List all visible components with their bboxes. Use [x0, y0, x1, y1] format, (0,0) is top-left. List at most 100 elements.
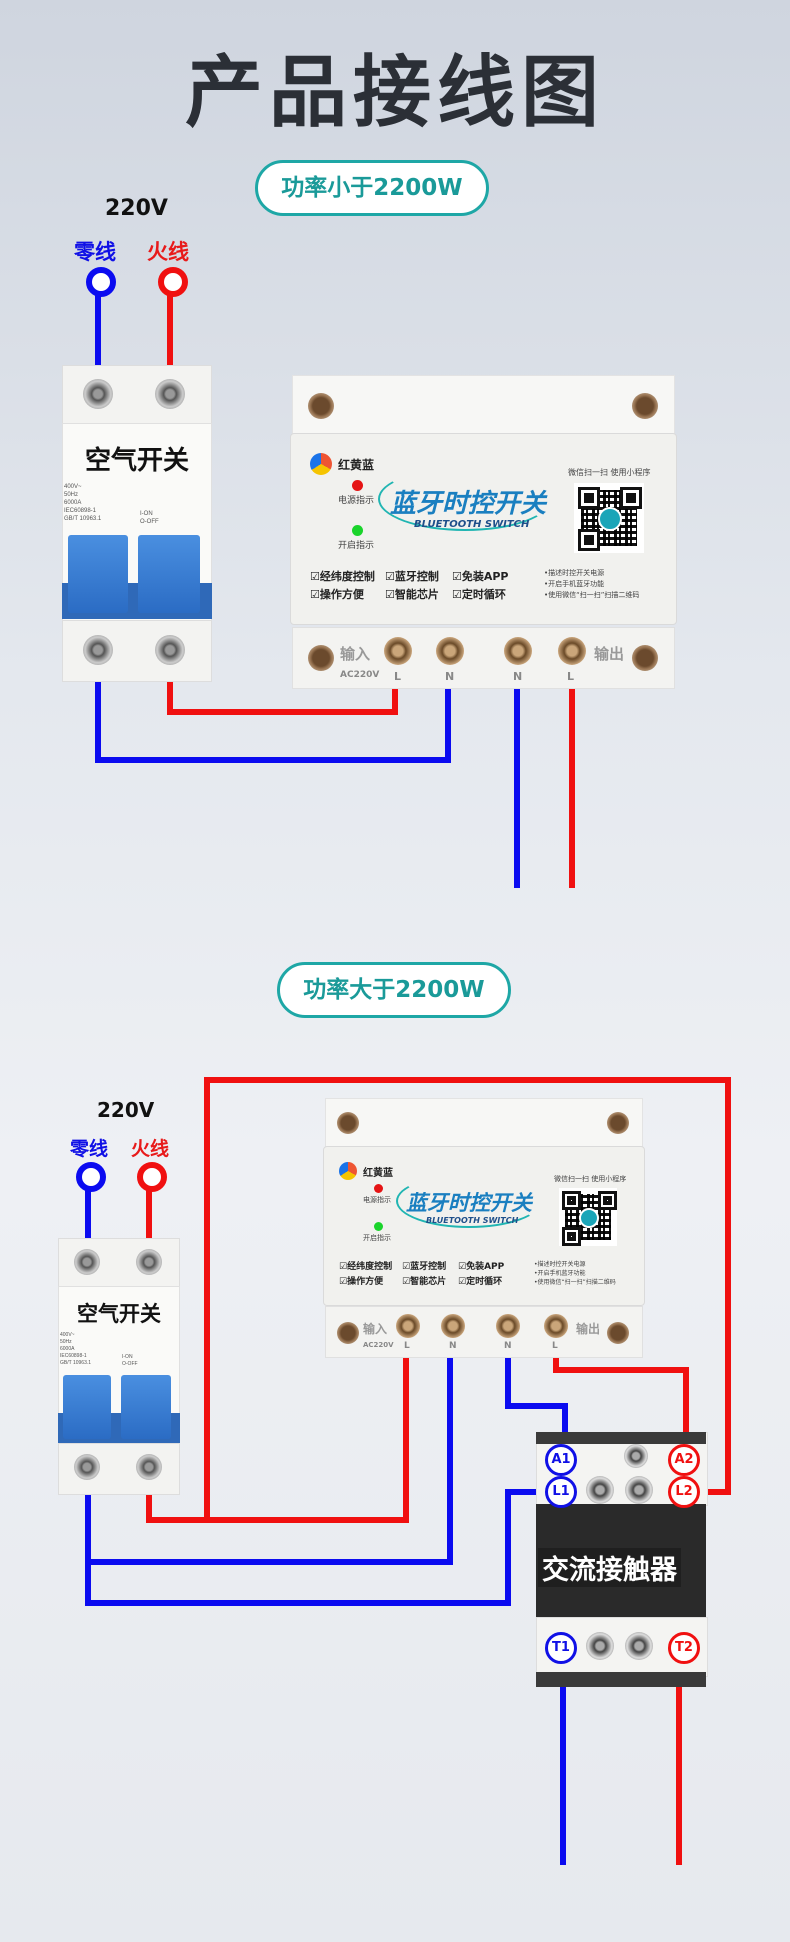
power-led [374, 1184, 383, 1193]
note-item: •描述时控开关电源 [544, 569, 605, 577]
feature-item: ☑经纬度控制 [310, 570, 375, 583]
terminal-label: L [552, 1341, 558, 1351]
terminal-label: N [513, 670, 523, 683]
bluetooth-switch: 红黄蓝 电源指示 开启指示 蓝牙时控开关 BLUETOOTH SWITCH 微信… [290, 375, 677, 689]
neutral-label: 零线 [74, 240, 116, 264]
feature-item: ☑经纬度控制 [339, 1262, 393, 1272]
ac-contactor: 交流接触器 A1 A2 L1 L2 T1 T2 [536, 1432, 708, 1687]
terminal-screw [544, 1314, 568, 1338]
note-item: •描述时控开关电源 [534, 1261, 586, 1268]
terminal-label: L [394, 670, 402, 683]
live-wire [146, 1077, 731, 1865]
device-title: 蓝牙时控开关 [406, 1191, 532, 1215]
wiring-diagram-1 [95, 290, 575, 888]
device-subtitle: BLUETOOTH SWITCH [426, 1216, 519, 1225]
breaker-lever [63, 1375, 111, 1439]
terminal-label: N [449, 1341, 457, 1351]
neutral-wire [95, 290, 520, 888]
on-led [374, 1222, 383, 1231]
breaker-label: 空气开关 [77, 1302, 161, 1326]
terminal-label: L [404, 1341, 410, 1351]
terminal-label: AC220V [340, 670, 380, 680]
section1-badge: 功率小于2200W [255, 160, 489, 216]
contactor-screw [625, 1476, 653, 1504]
breaker-screw [74, 1249, 100, 1275]
terminal-screw [496, 1314, 520, 1338]
device-subtitle: BLUETOOTH SWITCH [414, 519, 530, 530]
qr-hint: 微信扫一扫 使用小程序 [554, 1175, 627, 1183]
feature-item: ☑免装APP [452, 570, 509, 583]
qr-hint: 微信扫一扫 使用小程序 [568, 468, 651, 477]
feature-item: ☑定时循环 [458, 1277, 503, 1287]
contactor-screw [625, 1632, 653, 1660]
contactor-screw [586, 1632, 614, 1660]
breaker-screw [136, 1249, 162, 1275]
breaker-screw [155, 635, 185, 665]
terminal-screw [384, 637, 412, 665]
terminal-label: L [567, 670, 575, 683]
section2-badge: 功率大于2200W [277, 962, 511, 1018]
brand-logo [339, 1162, 357, 1180]
qr-code [559, 1188, 617, 1246]
note-item: •开启手机蓝牙功能 [544, 580, 605, 588]
contactor-screw [624, 1444, 648, 1468]
breaker-screw [136, 1454, 162, 1480]
title-swoosh [378, 467, 552, 531]
feature-item: ☑操作方便 [310, 588, 364, 601]
feature-item: ☑免装APP [458, 1262, 505, 1272]
feature-item: ☑操作方便 [339, 1277, 384, 1287]
neutral-label: 零线 [70, 1138, 109, 1160]
terminal-label: N [445, 670, 455, 683]
terminal-badge-t1: T1 [545, 1632, 577, 1664]
terminal-screw [441, 1314, 465, 1338]
terminal-badge-a2: A2 [668, 1444, 700, 1476]
feature-item: ☑定时循环 [452, 588, 506, 601]
feature-item: ☑智能芯片 [402, 1277, 447, 1287]
neutral-wire [85, 1185, 568, 1865]
note-item: •开启手机蓝牙功能 [534, 1270, 586, 1277]
output-label: 输出 [594, 645, 625, 663]
terminal-badge-a1: A1 [545, 1444, 577, 1476]
terminal-label: AC220V [363, 1341, 394, 1349]
input-label: 输入 [340, 645, 371, 663]
terminal-screw [504, 637, 532, 665]
terminal-badge-t2: T2 [668, 1632, 700, 1664]
on-led-label: 开启指示 [338, 541, 375, 551]
neutral-terminal [86, 267, 116, 297]
live-label: 火线 [147, 240, 189, 264]
breaker-lever [121, 1375, 171, 1439]
breaker-screw [74, 1454, 100, 1480]
feature-item: ☑蓝牙控制 [385, 570, 439, 583]
breaker-label: 空气开关 [84, 446, 189, 476]
neutral-terminal [76, 1162, 106, 1192]
output-label: 输出 [576, 1322, 601, 1336]
breaker-lever [138, 535, 200, 613]
on-led [352, 525, 363, 536]
input-label: 输入 [363, 1322, 388, 1336]
power-led [352, 480, 363, 491]
contactor-screw [586, 1476, 614, 1504]
terminal-screw [558, 637, 586, 665]
voltage-label: 220V [105, 196, 168, 221]
live-label: 火线 [131, 1138, 170, 1160]
contactor-top-rail [536, 1432, 706, 1444]
device-title: 蓝牙时控开关 [390, 489, 547, 519]
terminal-badge-l2: L2 [668, 1476, 700, 1508]
contactor-label: 交流接触器 [538, 1548, 681, 1587]
breaker-lever [68, 535, 128, 613]
breaker-screw [155, 379, 185, 409]
title-swoosh [396, 1174, 542, 1228]
terminal-screw [436, 637, 464, 665]
bluetooth-switch: 红黄蓝 电源指示 开启指示 蓝牙时控开关 BLUETOOTH SWITCH 微信… [323, 1098, 645, 1358]
on-led-label: 开启指示 [363, 1234, 391, 1242]
feature-item: ☑智能芯片 [385, 588, 439, 601]
qr-code [574, 483, 644, 553]
feature-item: ☑蓝牙控制 [402, 1262, 447, 1272]
brand-logo [310, 453, 332, 475]
voltage-label: 220V [97, 1098, 155, 1122]
